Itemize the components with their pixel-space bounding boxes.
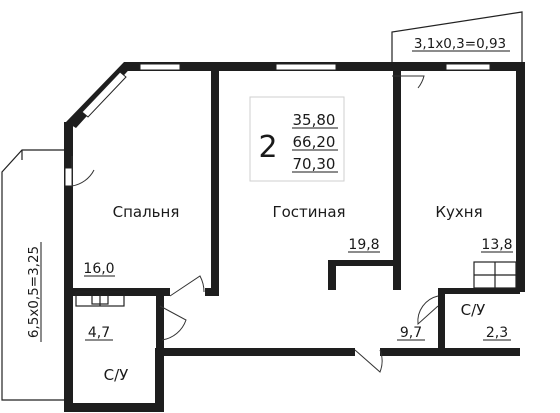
balcony-top-right-outline bbox=[391, 11, 523, 68]
doors bbox=[71, 75, 439, 373]
area-bedroom: 16,0 bbox=[83, 261, 114, 277]
bathroom-fixtures bbox=[75, 261, 517, 307]
room-name-kitchen: Кухня bbox=[435, 203, 482, 221]
room-name-bedroom: Спальня bbox=[113, 203, 180, 221]
area-hall: 9,7 bbox=[400, 325, 422, 341]
area-kitchen: 13,8 bbox=[481, 237, 512, 253]
room-name-bath-right: С/У bbox=[461, 301, 486, 319]
room-name-bath-left: С/У bbox=[104, 366, 129, 384]
balcony-left-label: 6,5х0,5=3,25 bbox=[26, 246, 42, 338]
room-count: 2 bbox=[258, 130, 277, 165]
area-total-living: 35,80 bbox=[293, 111, 336, 129]
area-total-with-balcony: 70,30 bbox=[293, 155, 336, 173]
balcony-left-outline bbox=[1, 149, 66, 401]
area-bath-left: 4,7 bbox=[88, 325, 110, 341]
area-living: 19,8 bbox=[348, 237, 379, 253]
windows bbox=[64, 63, 491, 187]
area-bath-right: 2,3 bbox=[486, 325, 508, 341]
balcony-top-right-label: 3,1х0,3=0,93 bbox=[414, 36, 506, 52]
room-areas: 16,0 19,8 13,8 9,7 4,7 2,3 bbox=[83, 237, 513, 341]
area-total: 66,20 bbox=[293, 133, 336, 151]
room-name-living: Гостиная bbox=[272, 203, 345, 221]
summary-box: 2 35,80 66,20 70,30 bbox=[249, 96, 345, 182]
